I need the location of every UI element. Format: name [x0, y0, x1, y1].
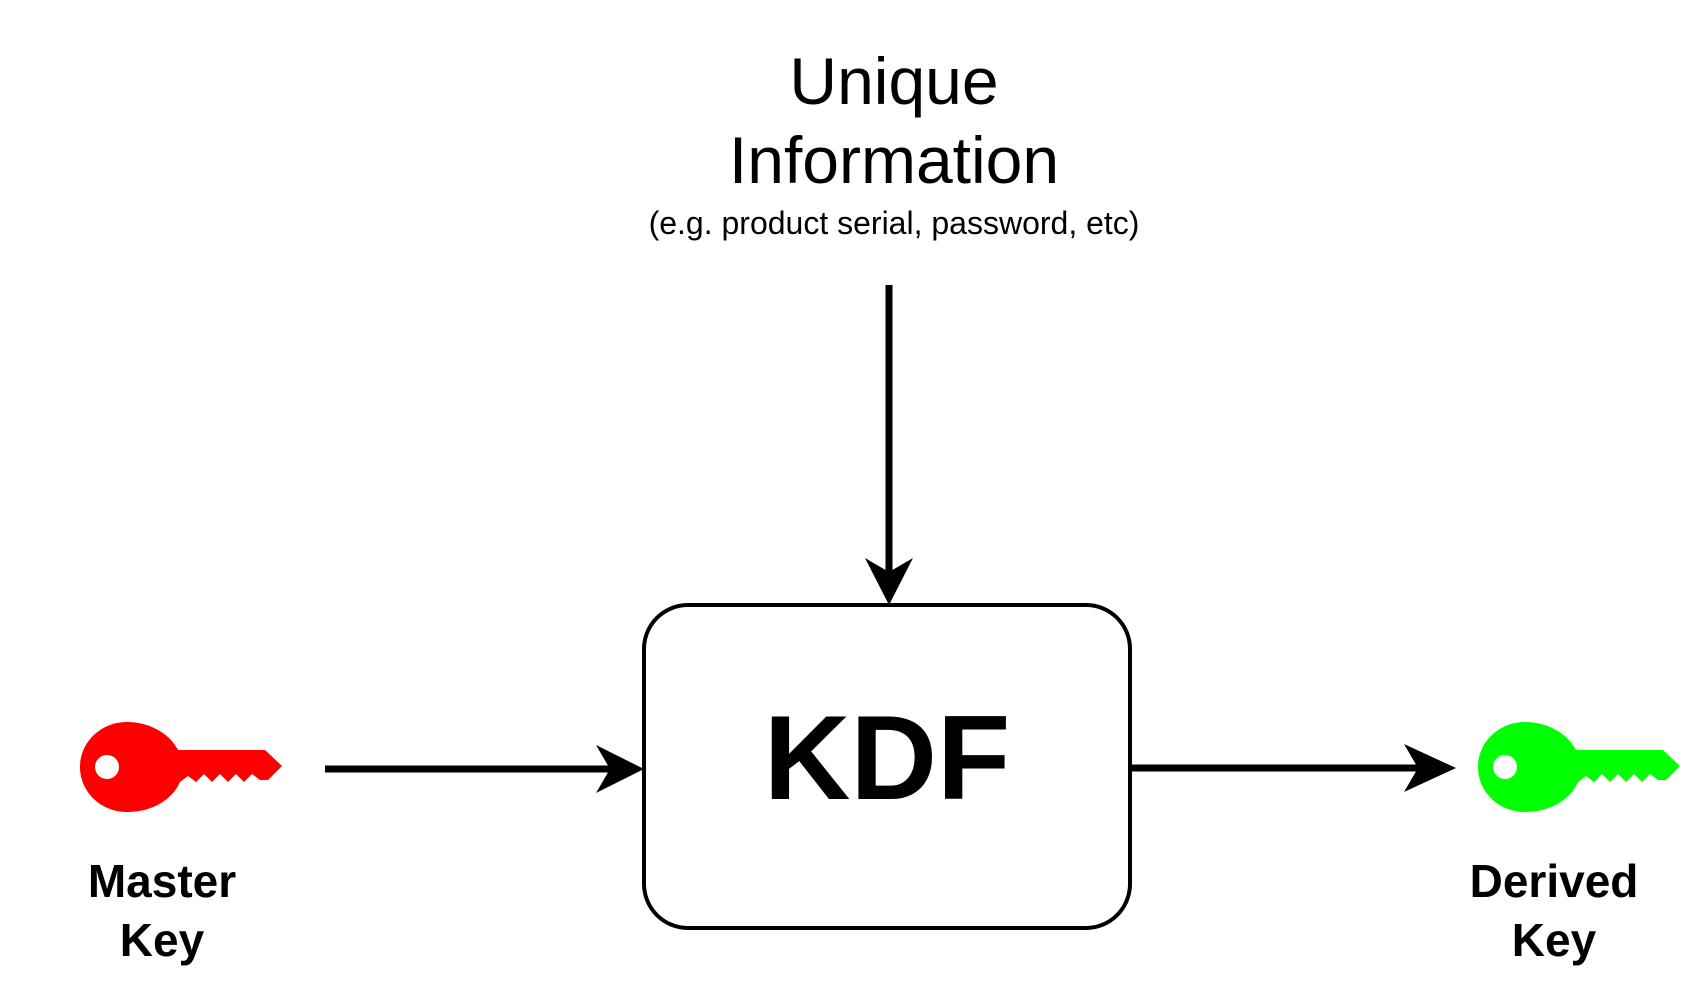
master-key-label-line-2: Key [119, 913, 205, 966]
unique-info-subtitle: (e.g. product serial, password, etc) [648, 205, 1140, 241]
derived-key-arrow [1132, 744, 1456, 792]
master-key-label-line-1: Master [87, 855, 237, 907]
unique-info-title-line-1: Unique [789, 44, 999, 118]
master-key-label: Master Key [30, 852, 294, 970]
derived-key-label: Derived Key [1420, 852, 1688, 970]
unique-info-arrow [865, 285, 913, 605]
derived-key-label-line-1: Derived [1469, 855, 1639, 907]
derived-key-icon [1478, 722, 1680, 812]
master-key-icon [80, 722, 282, 812]
kdf-box [642, 603, 1132, 930]
kdf-label: KDF [763, 691, 1011, 825]
master-key-arrow [325, 745, 644, 793]
unique-info-title-line-2: Information [728, 123, 1060, 198]
derived-key-label-line-2: Key [1511, 913, 1597, 966]
unique-info-title: Unique Information [604, 42, 1184, 200]
